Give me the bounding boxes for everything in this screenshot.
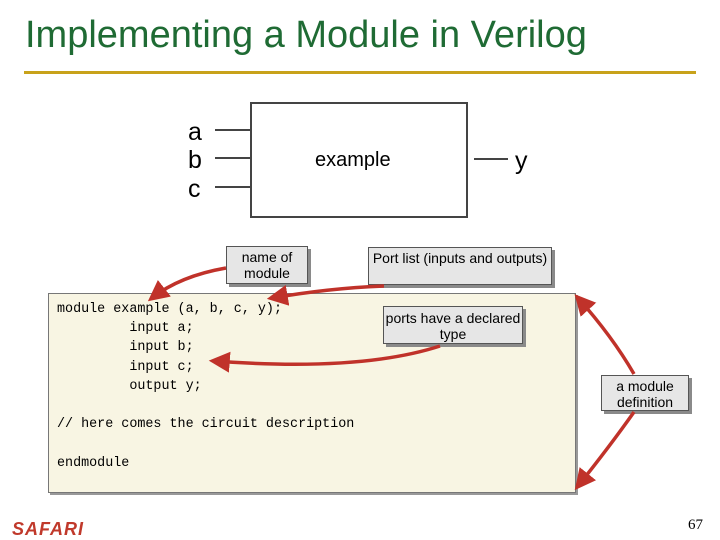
output-port-y-label: y	[515, 147, 528, 175]
input-port-a-label: a	[188, 118, 202, 146]
safari-logo: SAFARI	[12, 519, 85, 539]
callout-port-types: ports have a declared type	[383, 306, 523, 344]
callout-module-definition: a module definition	[601, 375, 689, 411]
input-port-b-label: b	[188, 146, 202, 174]
arrow-to-module-start	[574, 294, 636, 375]
input-port-c-label: c	[188, 175, 201, 203]
module-block	[250, 102, 468, 218]
callout-module-name: name of module	[226, 246, 308, 284]
input-wire-b	[215, 157, 250, 159]
page-number: 67	[688, 517, 703, 533]
input-wire-c	[215, 186, 250, 188]
input-wire-a	[215, 129, 250, 131]
verilog-code: module example (a, b, c, y); input a; in…	[57, 302, 355, 471]
output-wire-y	[474, 158, 508, 160]
module-block-label: example	[315, 149, 391, 171]
callout-port-list: Port list (inputs and outputs)	[368, 247, 552, 285]
slide-title: Implementing a Module in Verilog	[25, 14, 587, 56]
arrow-to-module-end	[574, 410, 636, 491]
title-divider	[24, 71, 696, 74]
